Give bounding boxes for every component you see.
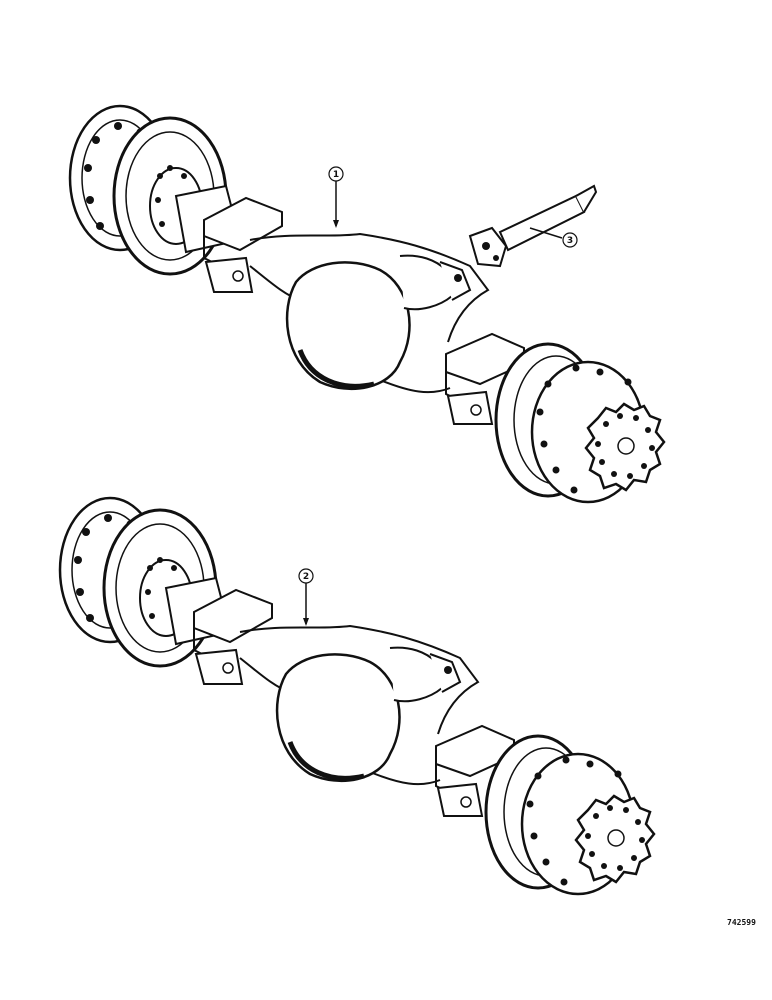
axle-assembly-lower xyxy=(60,498,654,894)
callout-2: 2 xyxy=(298,568,314,626)
callout-1: 1 xyxy=(328,166,344,228)
callout-3: 3 xyxy=(529,227,578,248)
axle-assembly-upper xyxy=(70,106,664,502)
callout-1-label: 1 xyxy=(333,170,339,180)
callout-2-label: 2 xyxy=(303,572,309,582)
drive-shaft xyxy=(468,184,598,268)
callout-3-label: 3 xyxy=(567,236,573,246)
figure-id: 742599 xyxy=(727,918,756,927)
